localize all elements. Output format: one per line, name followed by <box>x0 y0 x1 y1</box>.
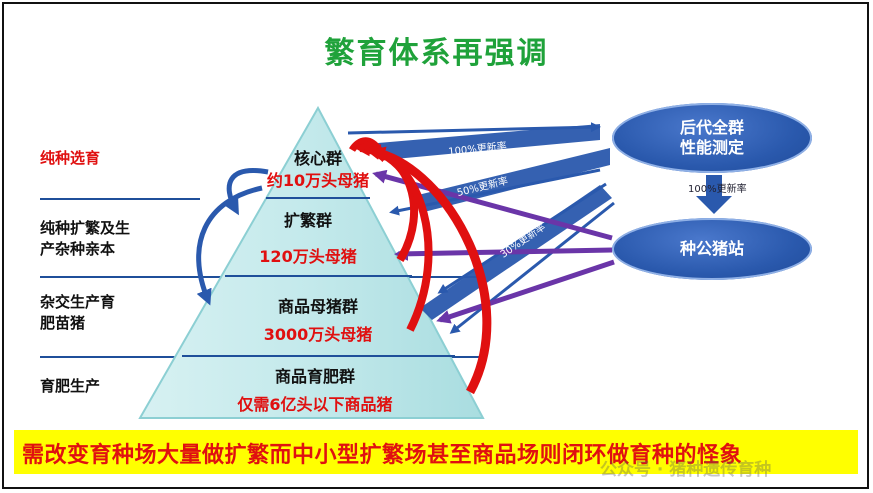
banner-text: 需改变育种场大量做扩繁而中小型扩繁场甚至商品场则闭环做育种的怪象 <box>22 443 743 468</box>
level-finishing: 商品育肥群 仅需6亿头以下商品猪 <box>200 366 430 416</box>
divider-rule <box>40 198 200 200</box>
side-label-finishing: 育肥生产 <box>40 376 100 397</box>
side-label-pure-selection: 纯种选育 <box>40 148 100 169</box>
level-expansion: 扩繁群 120万头母猪 <box>218 210 398 268</box>
level-count: 仅需6亿头以下商品猪 <box>237 395 393 414</box>
ellipse-line: 性能测定 <box>679 138 744 157</box>
side-label-line: 育肥生产 <box>40 377 101 395</box>
level-name: 扩繁群 <box>283 211 332 230</box>
level-count: 3000万头母猪 <box>263 325 373 344</box>
blue-arrow <box>389 168 601 216</box>
slide-title: 繁育体系再强调 <box>324 36 549 71</box>
side-label-pure-expansion: 纯种扩繁及生 产杂种亲本 <box>40 218 130 260</box>
blue-arrow-band <box>378 124 600 160</box>
blue-arrow <box>347 122 601 135</box>
side-label-line: 纯种选育 <box>40 149 101 167</box>
purple-arrow <box>394 246 613 261</box>
blue-curved-arrow <box>196 185 263 306</box>
level-count: 约10万头母猪 <box>266 171 370 190</box>
ellipse-label: 种公猪站 <box>679 239 744 258</box>
side-label-crossbreeding: 杂交生产育 肥苗猪 <box>40 292 115 334</box>
down-arrow <box>696 175 732 214</box>
blue-curved-arrow <box>224 168 269 216</box>
watermark: 公众号 · 猪种遗传育种 <box>600 460 772 480</box>
level-commercial-sow: 商品母猪群 3000万头母猪 <box>218 296 418 346</box>
rate-label: 100%更新率 <box>688 184 747 195</box>
red-curved-arrow <box>369 146 492 395</box>
level-name: 商品育肥群 <box>274 367 355 386</box>
level-count: 120万头母猪 <box>259 247 357 266</box>
level-name: 商品母猪群 <box>277 297 358 316</box>
progeny-test-ellipse: 后代全群 性能测定 <box>612 103 812 173</box>
level-core: 核心群 约10万头母猪 <box>238 148 398 192</box>
bottom-banner: 需改变育种场大量做扩繁而中小型扩繁场甚至商品场则闭环做育种的怪象 <box>14 430 858 474</box>
blue-arrow <box>449 201 615 334</box>
boar-station-ellipse: 种公猪站 <box>612 218 812 280</box>
blue-arrow <box>437 182 607 294</box>
side-label-line: 肥苗猪 <box>40 314 86 332</box>
level-name: 核心群 <box>293 149 342 168</box>
pyramid <box>138 105 485 419</box>
side-label-line: 纯种扩繁及生 <box>40 219 131 237</box>
side-label-line: 产杂种亲本 <box>40 240 116 258</box>
side-label-line: 杂交生产育 <box>40 293 116 311</box>
purple-arrow <box>436 259 615 324</box>
ellipse-line: 后代全群 <box>679 118 744 137</box>
